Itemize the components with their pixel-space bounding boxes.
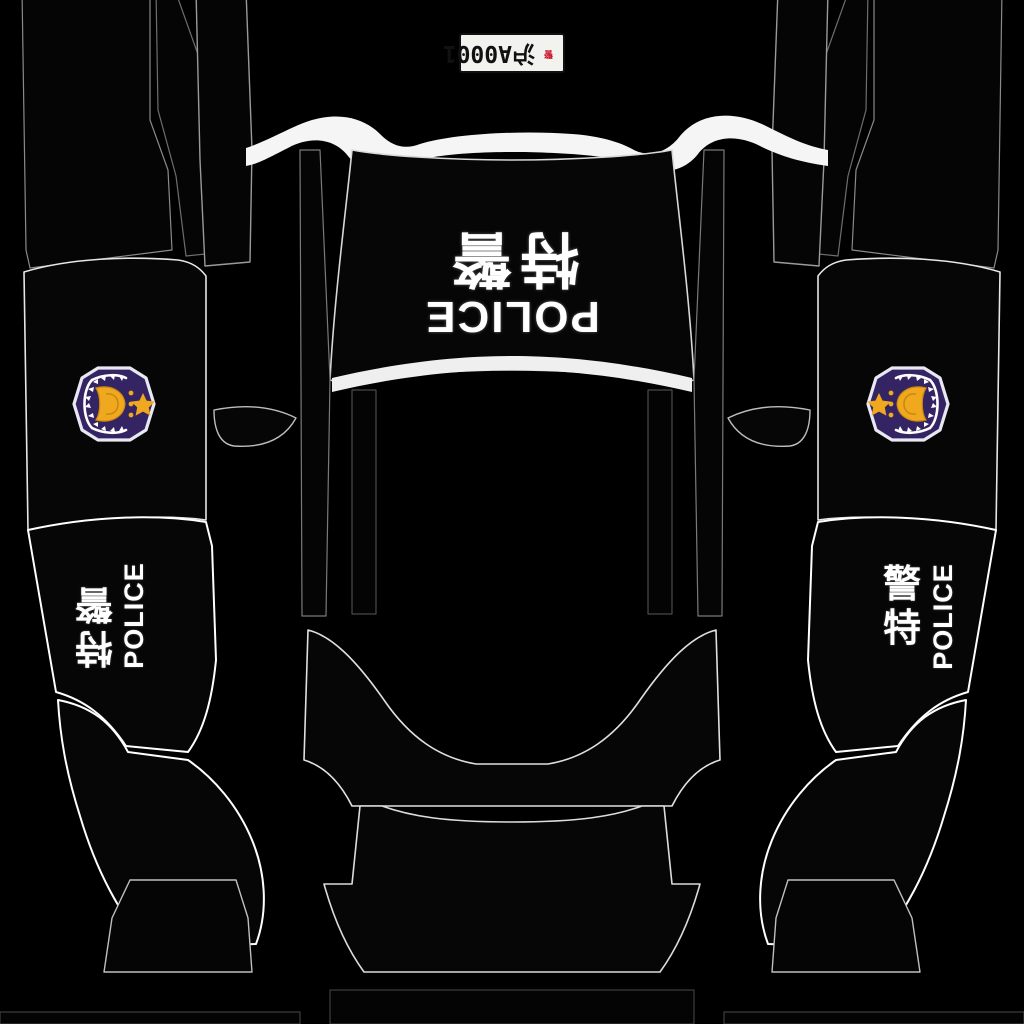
panel-right-sleeve [807, 516, 997, 753]
panel-bottom-rail-right [723, 1011, 1024, 1024]
plate-seal-icon: 警 [545, 48, 554, 58]
right-sleeve-marking: 警 特 POLICE [880, 562, 960, 670]
badge-dots-icon [888, 390, 894, 418]
badge-emblem-detail-icon [903, 393, 917, 415]
left-sleeve-english-wrap: POLICE [118, 562, 152, 670]
panel-right-shoulder-strip [771, 0, 829, 267]
license-plate: 警 沪A0001 [443, 33, 565, 73]
panel-right-armpit-scrap [727, 406, 811, 447]
police-shield-badge [866, 366, 950, 442]
right-sleeve-english-text: POLICE [927, 562, 958, 670]
badge-star-icon [867, 393, 891, 416]
right-sleeve-chinese-stack: 警 特 [880, 562, 924, 650]
right-sleeve-chinese-top: 警 [882, 562, 921, 606]
police-shield-badge [72, 366, 156, 442]
panel-left-sleeve [27, 516, 217, 753]
plate-number: 沪A0001 [442, 40, 535, 67]
left-sleeve-chinese-bottom: 警 [75, 582, 114, 626]
chest-chinese-text: 特警 [444, 223, 580, 293]
left-sleeve-marking: POLICE 特 警 [72, 562, 152, 670]
panel-back-left-upper [21, 0, 173, 269]
badge-dots-icon [128, 390, 134, 418]
panel-left-inner-strip [351, 389, 377, 615]
panel-shorts-right-tab [771, 879, 921, 973]
panel-shorts-band [323, 805, 701, 973]
chest-marking: POLICE 特警 [382, 223, 642, 341]
panel-back-right-upper [851, 0, 1003, 269]
chest-english-text: POLICE [424, 292, 600, 341]
panel-bottom-rail-left [0, 1011, 301, 1024]
badge-emblem-icon [896, 386, 927, 422]
left-sleeve-english-text: POLICE [119, 562, 150, 670]
panel-front-hem [332, 356, 692, 392]
panel-right-seam-strip [693, 149, 725, 617]
panel-left-armpit-scrap [213, 406, 297, 447]
left-sleeve-chinese-top: 特 [75, 626, 114, 670]
panel-left-shoulder-strip [195, 0, 253, 267]
panel-shorts-yoke [303, 629, 721, 807]
right-sleeve-english-wrap: POLICE [926, 562, 960, 670]
panel-left-seam-strip [299, 149, 331, 617]
badge-wreath-leaves-icon [898, 375, 937, 432]
left-sleeve-chinese-stack: 特 警 [72, 582, 116, 670]
right-sleeve-chinese-bottom: 特 [882, 606, 921, 650]
badge-emblem-icon [95, 386, 126, 422]
badge-emblem-detail-icon [105, 393, 119, 415]
badge-wreath-leaves-icon [85, 375, 124, 432]
panel-right-inner-strip [647, 389, 673, 615]
badge-star-icon [131, 393, 155, 416]
panel-shorts-left-tab [103, 879, 253, 973]
panel-bottom-rail-center [329, 989, 695, 1024]
